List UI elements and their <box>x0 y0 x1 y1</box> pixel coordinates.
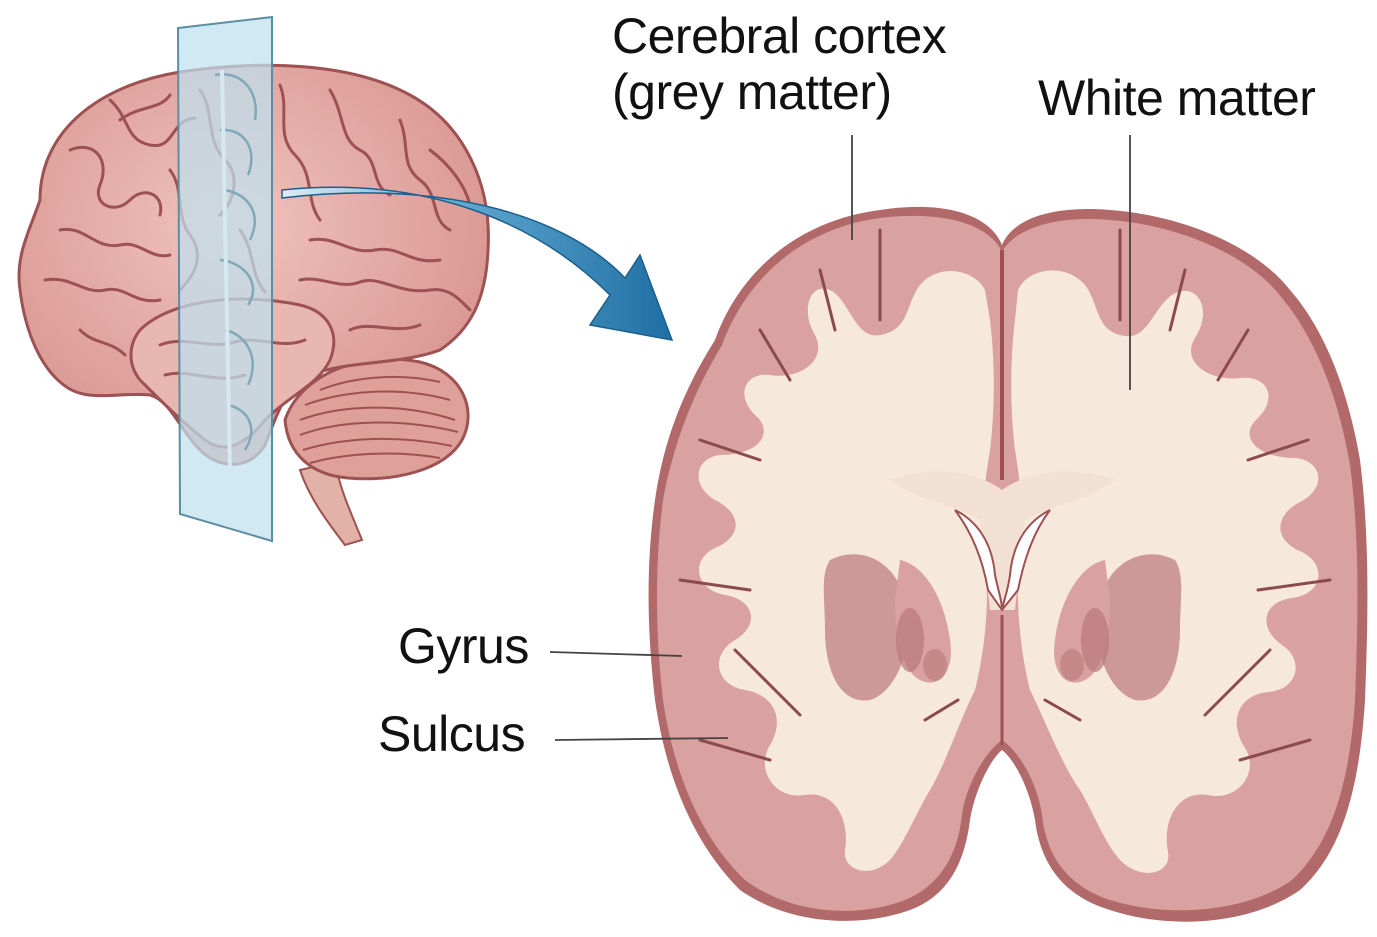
cerebral-cortex-label: Cerebral cortex (grey matter) <box>612 8 946 120</box>
coronal-brain-section <box>649 207 1368 922</box>
cerebral-cortex-label-line2: (grey matter) <box>612 64 946 120</box>
gyrus-label: Gyrus <box>398 618 529 674</box>
sulcus-label: Sulcus <box>378 706 525 762</box>
coronal-plane <box>178 17 272 541</box>
white-matter-label: White matter <box>1038 70 1315 126</box>
cerebral-cortex-label-line1: Cerebral cortex <box>612 8 946 64</box>
